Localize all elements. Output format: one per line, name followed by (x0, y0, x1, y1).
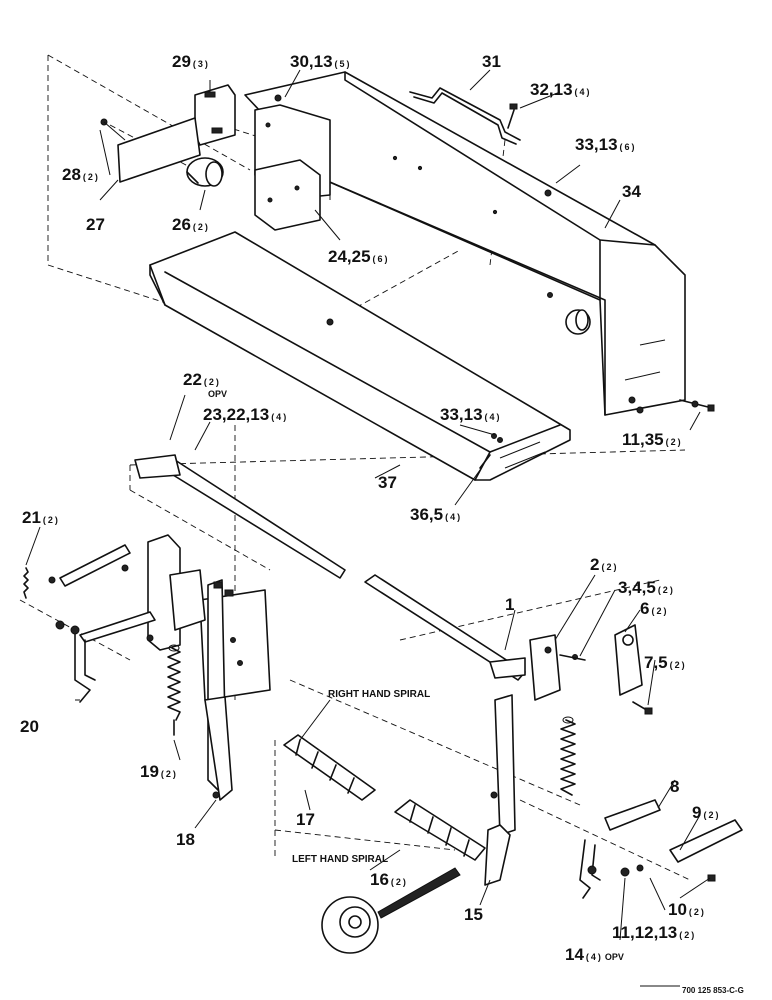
callout-7: 7,5(2) (644, 653, 687, 672)
bearing-16-detail (321, 867, 461, 954)
callout-1: 1 (505, 595, 514, 614)
right-lever-arm (579, 799, 743, 899)
callout-27: 27 (86, 215, 105, 234)
callout-15: 15 (464, 905, 483, 924)
callout-24: 24,25(6) (328, 247, 390, 266)
callout-18: 18 (176, 830, 195, 849)
callout-28: 28(2) (62, 165, 100, 184)
lever-arm-20 (48, 544, 156, 703)
handle-31 (409, 87, 521, 145)
spring-21 (23, 567, 29, 599)
callout-6: 6(2) (640, 599, 668, 618)
callout-36: 36,5(4) (410, 505, 462, 524)
callout-34: 34 (622, 182, 641, 201)
hood-cover-34 (244, 71, 686, 416)
spiral-roller-17 (283, 734, 376, 801)
callout-16: 16(2) (370, 870, 408, 889)
callout-21: 21(2) (22, 508, 60, 527)
callout-30: 30,13(5) (290, 52, 352, 71)
tray-hardware (479, 399, 715, 469)
callout-8: 8 (670, 777, 679, 796)
bottom-tray-37 (149, 231, 571, 481)
cross-shaft-1 (134, 454, 526, 681)
note-right-hand-spiral: RIGHT HAND SPIRAL (328, 689, 430, 700)
note-left-hand-spiral: LEFT HAND SPIRAL (292, 854, 388, 865)
side-plate-bracket (254, 94, 331, 231)
callout-33-top: 33,13(6) (575, 135, 637, 154)
spring-19 (167, 644, 181, 736)
drawing-number: 700 125 853-C-G (682, 986, 744, 995)
callout-10: 10(2) (668, 900, 706, 919)
leader-lines (25, 69, 711, 941)
callout-33-bottom: 33,13(4) (440, 405, 502, 424)
callout-31: 31 (482, 52, 501, 71)
callout-29: 29(3) (172, 52, 210, 71)
callout-37: 37 (378, 473, 397, 492)
spring-right (560, 716, 576, 796)
spiral-roller-left (394, 799, 486, 861)
callout-9: 9(2) (692, 803, 720, 822)
callout-2: 2(2) (590, 555, 618, 574)
callout-11: 11,12,13(2) (612, 923, 696, 942)
plate-27 (100, 117, 201, 183)
mounting-bracket-29 (194, 84, 236, 146)
right-link-assembly (484, 624, 653, 886)
callout-26: 26(2) (172, 215, 210, 234)
bolt-32 (507, 103, 518, 129)
callout-3: 3,4,5(2) (618, 578, 675, 597)
callout-14: 14(4)OPV (565, 945, 624, 964)
callout-labels: 29(3) 30,13(5) 31 32,13(4) 33,13(6) 34 2… (20, 52, 744, 995)
callout-32: 32,13(4) (530, 80, 592, 99)
callout-35: 11,35(2) (622, 430, 683, 449)
left-link-assembly (147, 534, 271, 801)
callout-23: 23,22,13(4) (203, 405, 288, 424)
callout-20: 20 (20, 717, 39, 736)
roller-26 (186, 157, 224, 187)
callout-17: 17 (296, 810, 315, 829)
callout-22-opv: OPV (208, 389, 227, 399)
callout-22: 22(2) (183, 370, 221, 389)
callout-19: 19(2) (140, 762, 178, 781)
